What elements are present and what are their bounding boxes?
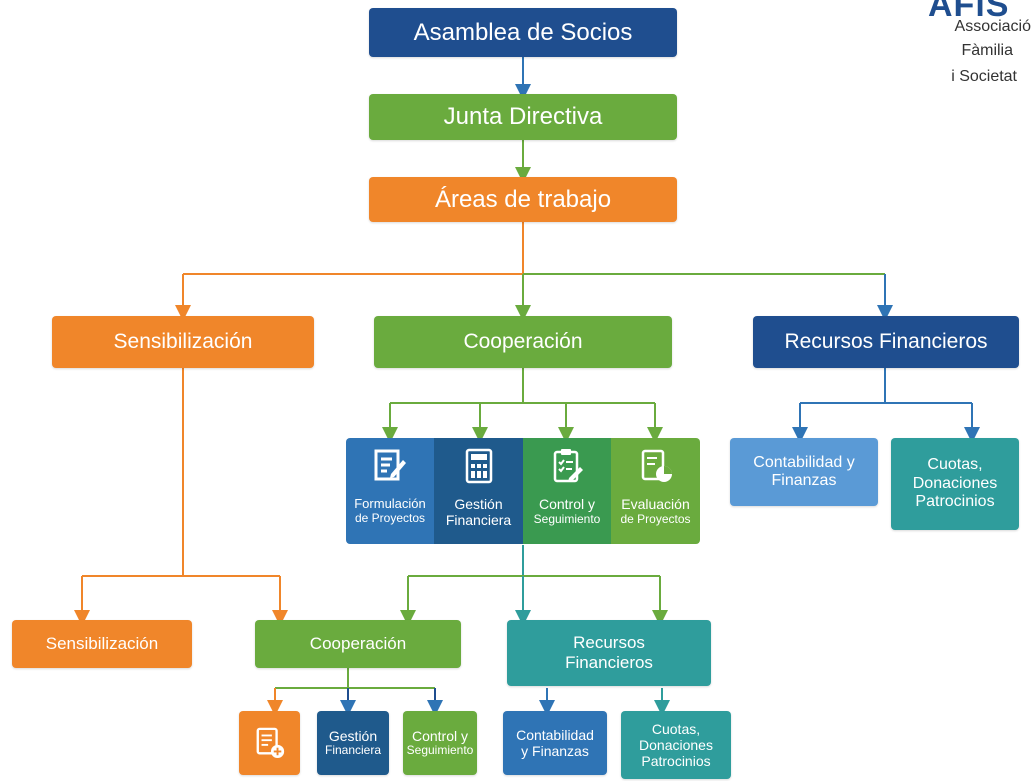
evaluation-chart-icon — [641, 449, 672, 482]
logo-line-3: i Societat — [951, 68, 1017, 85]
cuotas-3-line1: Cuotas, — [651, 720, 701, 737]
card-evaluacion-line2: de Proyectos — [620, 512, 691, 526]
areas-box: Áreas de trabajo — [369, 177, 677, 222]
cooperacion-label: Cooperación — [463, 329, 583, 353]
sensibilizacion-box: Sensibilización — [52, 316, 314, 368]
assembly-box: Asamblea de Socios — [369, 8, 677, 57]
sensibilizacion-box-2: Sensibilización — [12, 620, 192, 668]
card-evaluacion: Evaluación de Proyectos — [611, 438, 700, 544]
card-control: Control y Seguimiento — [523, 438, 611, 544]
sensibilizacion-label-2: Sensibilización — [45, 634, 159, 654]
edit-document-icon — [374, 449, 406, 481]
calculator-icon — [465, 448, 492, 484]
gestion-3-line1: Gestión — [328, 728, 378, 745]
cuotas-3-line2: Donaciones — [639, 736, 713, 753]
recursos-financieros-line2: Financieros — [565, 653, 653, 672]
add-document-box — [239, 711, 300, 775]
cuotas-line3: Patrocinios — [915, 493, 995, 511]
recursos-financieros-line1: Recursos — [573, 633, 645, 653]
control-box-3: Control y Seguimiento — [403, 711, 477, 775]
board-label: Junta Directiva — [443, 103, 603, 131]
gestion-box-3: Gestión Financiera — [317, 711, 389, 775]
board-box: Junta Directiva — [369, 94, 677, 140]
control-3-line1: Control y — [411, 728, 469, 745]
card-formulacion: Formulación de Proyectos — [346, 438, 434, 544]
recursos-financieros-label: Recursos Financieros — [784, 329, 988, 353]
card-control-line1: Control y — [538, 496, 596, 512]
assembly-label: Asamblea de Socios — [413, 18, 633, 46]
checklist-clipboard-icon — [553, 449, 583, 483]
cooperacion-label-2: Cooperación — [309, 634, 407, 654]
cuotas-line2: Donaciones — [912, 474, 998, 492]
contabilidad-3-line1: Contabilidad — [516, 726, 594, 743]
add-document-icon — [256, 727, 284, 759]
contabilidad-label: Contabilidad y Finanzas — [753, 453, 855, 489]
contabilidad-box: Contabilidad y Finanzas — [730, 438, 878, 506]
sensibilizacion-label: Sensibilización — [113, 329, 253, 353]
card-evaluacion-line1: Evaluación — [621, 496, 690, 512]
card-formulacion-line1: Formulación — [354, 496, 426, 511]
logo-line-1: Associació — [954, 18, 1031, 35]
cuotas-box: Cuotas, Donaciones Patrocinios — [891, 438, 1019, 530]
control-3-line2: Seguimiento — [406, 743, 474, 758]
logo-mark: AFiS — [928, 0, 1010, 24]
card-control-line2: Seguimiento — [533, 512, 601, 526]
logo-line-2: Fàmilia — [961, 42, 1013, 59]
card-gestion: Gestión Financiera — [434, 438, 523, 544]
recursos-financieros-box: Recursos Financieros — [753, 316, 1019, 368]
contabilidad-3-line2: y Finanzas — [521, 743, 589, 759]
contabilidad-box-3: Contabilidad y Finanzas — [503, 711, 607, 775]
card-formulacion-line2: de Proyectos — [354, 511, 426, 525]
cooperacion-box-2: Cooperación — [255, 620, 461, 668]
gestion-3-line2: Financiera — [324, 743, 382, 758]
card-gestion-line1: Gestión — [454, 496, 503, 512]
cuotas-box-3: Cuotas, Donaciones Patrocinios — [621, 711, 731, 779]
afis-logo: AFiS Associació Fàmilia i Societat — [908, 0, 1031, 96]
cuotas-line1: Cuotas, — [927, 456, 983, 474]
areas-label: Áreas de trabajo — [434, 185, 612, 213]
recursos-financieros-box-2: Recursos Financieros — [507, 620, 711, 686]
card-gestion-line2: Financiera — [445, 512, 512, 528]
cooperacion-box: Cooperación — [374, 316, 672, 368]
cuotas-3-line3: Patrocinios — [641, 753, 711, 770]
